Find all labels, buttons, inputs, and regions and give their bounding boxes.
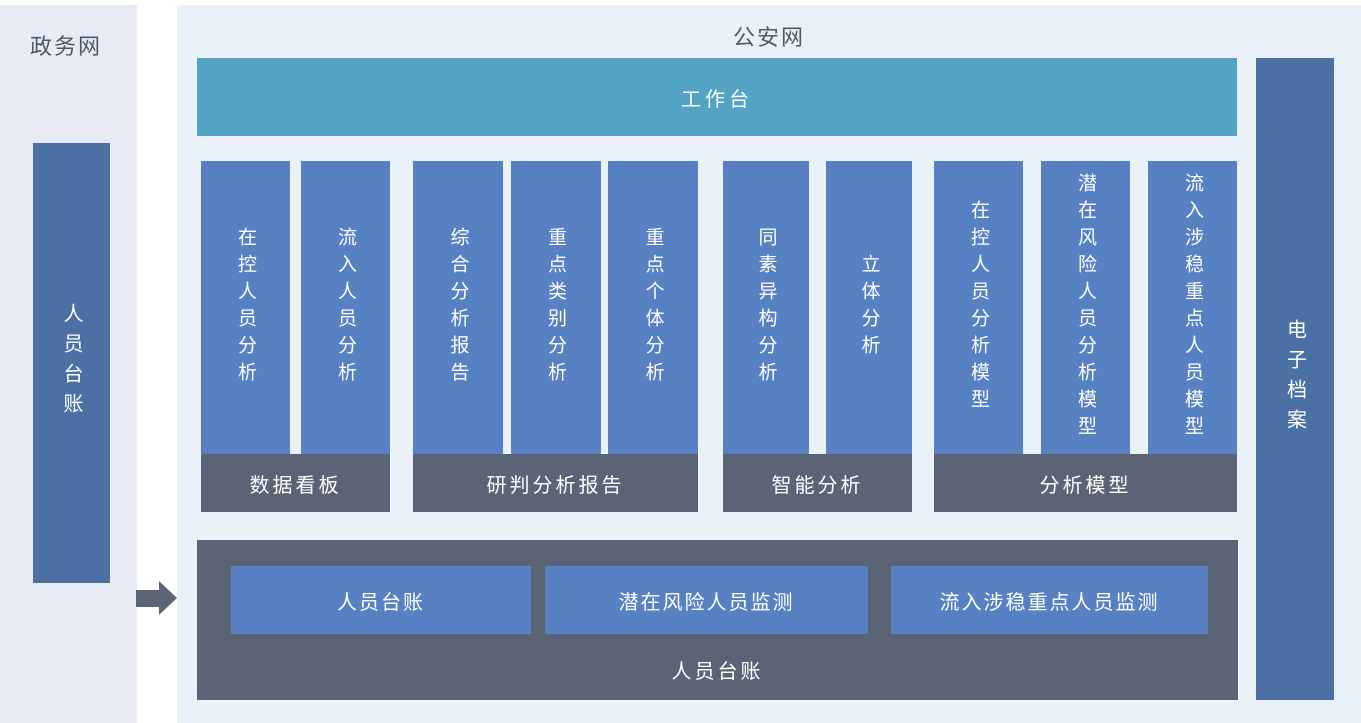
electronic-archive-label: 电子档案 <box>1283 319 1306 439</box>
group-footer-label: 智能分析 <box>723 454 912 512</box>
group-footer-label: 数据看板 <box>201 454 390 512</box>
module-pillar-label: 在控人员分析 <box>235 226 256 389</box>
module-pillar: 在控人员分析模型 <box>934 161 1023 454</box>
module-columns: 在控人员分析 流入人员分析 <box>201 161 390 454</box>
module-pillar: 立体分析 <box>826 161 912 454</box>
module-pillar-label: 综合分析报告 <box>447 226 469 389</box>
personnel-ledger-box: 人员台账 潜在风险人员监测 流入涉稳重点人员监测 人员台账 <box>197 540 1238 700</box>
module-pillar: 流入涉稳重点人员模型 <box>1148 161 1237 454</box>
module-pillar: 重点类别分析 <box>510 161 601 454</box>
module-group-analysis-models: 在控人员分析模型 潜在风险人员分析模型 流入涉稳重点人员模型 分析模型 <box>934 161 1237 512</box>
module-pillar: 流入人员分析 <box>301 161 390 454</box>
module-pillar-label: 立体分析 <box>858 253 880 362</box>
module-pillar-label: 重点个体分析 <box>642 226 664 389</box>
gov-network-panel: 政务网 人员台账 <box>0 5 137 723</box>
psn-network-label: 公安网 <box>732 25 805 50</box>
module-pillar: 同素异构分析 <box>723 161 809 454</box>
workbench-bar: 工作台 <box>197 58 1237 136</box>
module-group-analysis-report: 综合分析报告 重点类别分析 重点个体分析 研判分析报告 <box>413 161 698 512</box>
module-columns: 同素异构分析 立体分析 <box>723 161 912 454</box>
module-pillar-label: 同素异构分析 <box>755 226 777 389</box>
personnel-ledger-source-label: 人员台账 <box>60 303 82 423</box>
module-pillar: 在控人员分析 <box>201 161 290 454</box>
module-columns: 在控人员分析模型 潜在风险人员分析模型 流入涉稳重点人员模型 <box>934 161 1237 454</box>
module-pillar-label: 潜在风险人员分析模型 <box>1075 172 1096 443</box>
module-group-data-dashboard: 在控人员分析 流入人员分析 数据看板 <box>201 161 390 512</box>
module-columns: 综合分析报告 重点类别分析 重点个体分析 <box>413 161 698 454</box>
personnel-ledger-block: 人员台账 <box>231 566 531 634</box>
potential-risk-monitoring-block: 潜在风险人员监测 <box>545 566 868 634</box>
right-arrow-icon <box>136 581 177 615</box>
psn-network-panel: 公安网 工作台 在控人员分析 流入人员分析 数据看板 综合分析报告 重点类别 <box>177 5 1361 723</box>
group-footer-label: 研判分析报告 <box>413 454 698 512</box>
module-pillar-label: 在控人员分析模型 <box>968 199 989 416</box>
gov-network-label: 政务网 <box>30 34 103 59</box>
right-arrow-head <box>159 581 177 615</box>
module-group-intelligent-analysis: 同素异构分析 立体分析 智能分析 <box>723 161 912 512</box>
personnel-ledger-source-bar: 人员台账 <box>33 143 110 583</box>
module-pillar-label: 流入人员分析 <box>335 226 356 389</box>
inflow-key-person-monitoring-block: 流入涉稳重点人员监测 <box>891 566 1208 634</box>
module-pillar: 重点个体分析 <box>608 161 698 454</box>
personnel-ledger-box-label: 人员台账 <box>671 661 764 683</box>
group-footer-label: 分析模型 <box>934 454 1237 512</box>
module-pillar-label: 重点类别分析 <box>545 226 566 389</box>
electronic-archive-bar: 电子档案 <box>1256 58 1334 700</box>
module-pillar: 潜在风险人员分析模型 <box>1041 161 1130 454</box>
module-pillar: 综合分析报告 <box>413 161 503 454</box>
module-pillar-label: 流入涉稳重点人员模型 <box>1182 172 1203 443</box>
right-arrow-stem <box>136 590 160 607</box>
